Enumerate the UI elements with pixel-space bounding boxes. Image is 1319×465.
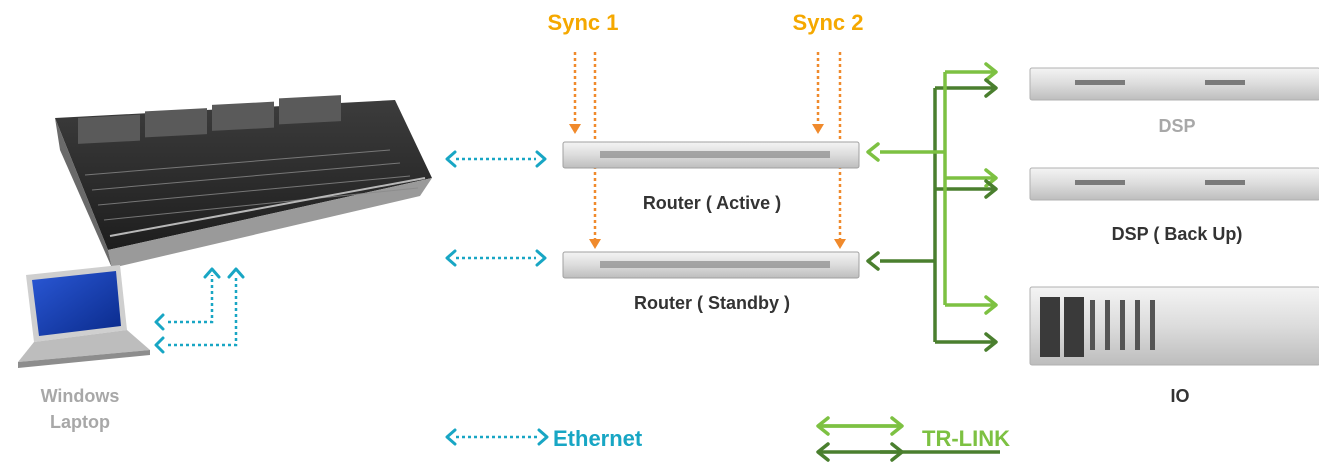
- legend-trlink-label: TR-LINK: [922, 426, 1010, 451]
- router-standby-label: Router ( Standby ): [634, 293, 790, 313]
- io-unit: [1029, 286, 1319, 366]
- trlink-arrowheads: [816, 62, 998, 462]
- sync-arrowheads: [569, 124, 846, 249]
- dsp-backup-label: DSP ( Back Up): [1112, 224, 1243, 244]
- trlink-light-lines: [820, 70, 995, 428]
- sync2-label: Sync 2: [793, 10, 864, 35]
- laptop-label-line2: Laptop: [50, 412, 110, 432]
- dsp-label: DSP: [1158, 116, 1195, 136]
- sync-lines: [573, 52, 842, 240]
- laptop-label-line1: Windows: [41, 386, 120, 406]
- ethernet-arrowheads: [154, 150, 549, 446]
- dsp-backup-unit: [1029, 167, 1319, 201]
- mixing-console-image: [55, 95, 432, 268]
- legend-ethernet-label: Ethernet: [553, 426, 643, 451]
- io-label: IO: [1170, 386, 1189, 406]
- dsp-unit: [1029, 67, 1319, 101]
- router-active-unit: [562, 141, 860, 169]
- router-active-label: Router ( Active ): [643, 193, 781, 213]
- laptop-image: [18, 265, 150, 368]
- trlink-legend-lines: [820, 424, 900, 454]
- router-standby-unit: [562, 251, 860, 279]
- trlink-dark-lines: [880, 86, 1000, 454]
- sync1-label: Sync 1: [548, 10, 619, 35]
- ethernet-connections: [168, 157, 538, 439]
